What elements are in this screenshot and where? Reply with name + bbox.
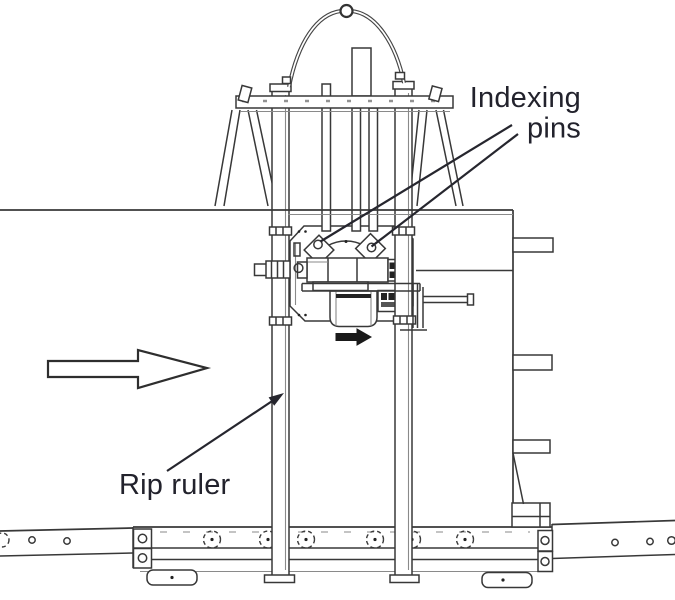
hanger-rod [351, 107, 362, 232]
left-flange-bolt [293, 262, 304, 274]
rail-hole [611, 538, 619, 547]
hanger-rod [368, 107, 379, 232]
post-top-cap [269, 83, 292, 93]
rail-bolt-holes [202, 530, 475, 549]
rip-ruler-label: Rip ruler [119, 469, 231, 501]
hatch-cell [381, 302, 395, 307]
foot-pad-bolt [170, 575, 174, 580]
pin-hole [313, 239, 323, 250]
rail-end-plate [132, 547, 153, 569]
end-plate-bolt [137, 533, 148, 544]
lifting-arch [287, 9, 406, 88]
rail-end-plate [537, 550, 554, 573]
right-rail-bottom-edge [551, 553, 675, 560]
pin-hole [366, 242, 377, 253]
carriage-travel-arrow [335, 328, 373, 346]
rail-bracket-lines [512, 503, 550, 527]
crossbar-end-tab [237, 84, 253, 104]
lower-housing [329, 290, 378, 328]
indexing-pins-leader-line [370, 133, 519, 248]
indexing-pins-label-line2: pins [527, 113, 581, 145]
rail-hole [63, 537, 71, 545]
arch-base-clamp [281, 76, 292, 85]
body-stub-peg [512, 354, 553, 371]
left-rail-bottom-edge [0, 552, 134, 557]
crank-rod-cap [466, 293, 475, 306]
arch-base-clamp [394, 71, 406, 80]
left-rail-top-edge [0, 527, 134, 532]
top-crossbar [235, 95, 454, 109]
arc-center-dot [344, 240, 348, 243]
bottom-rail-assembly [0, 502, 675, 589]
rail-hole [646, 537, 654, 546]
annotations: Indexing pins Rip ruler [119, 82, 581, 501]
post-foot [263, 574, 296, 584]
end-plate-bolt [540, 556, 550, 567]
rip-ruler-leader-arrowhead [268, 393, 284, 406]
rail-end-plate [537, 529, 554, 552]
plate-side-tab [293, 242, 301, 257]
lifting-ring [339, 3, 354, 19]
body-stub-peg [512, 237, 554, 253]
body-stub-peg [512, 439, 551, 454]
rip-ruler-post-left [271, 84, 290, 578]
crossbar-end-tab [427, 85, 443, 103]
left-a-frame-outer-leg [214, 109, 241, 207]
rail-end-plate [132, 528, 153, 549]
post-clamp-block [253, 260, 291, 279]
lifting-arch-inner [288, 10, 405, 88]
post-foot [389, 574, 420, 584]
rip-ruler-posts [253, 80, 420, 584]
carriage-front-parts [301, 282, 475, 331]
rail-hole [666, 535, 675, 546]
end-plate-bolt [137, 553, 148, 563]
indexing-pins-leader-line [319, 124, 513, 243]
rail-foot-pad [481, 571, 533, 589]
foot-pad-bolt [501, 578, 505, 582]
right-a-frame-outer-leg [435, 109, 464, 207]
table-bar [301, 282, 421, 292]
hatch-cell [388, 293, 395, 300]
rip-ruler-leader-line [166, 400, 273, 472]
feed-direction-arrow [46, 348, 212, 390]
flange-bolt [389, 262, 396, 269]
right-rail-top-edge [551, 519, 675, 526]
rail-hole [28, 536, 36, 544]
top-frame [235, 3, 454, 113]
end-plate-bolt [540, 535, 550, 546]
housing-band [336, 294, 371, 298]
side-bracket [400, 284, 427, 331]
crank-rod [423, 295, 468, 304]
rail-bracket [511, 502, 551, 528]
center-hanger-post [351, 47, 372, 97]
hatch-cell [381, 293, 387, 300]
machine-body [416, 210, 554, 505]
plate-corner-dots [297, 230, 307, 317]
flange-bolt [389, 271, 396, 278]
hanger-rod [321, 83, 332, 232]
rail-bolt-hole [0, 532, 10, 548]
indexing-pins-label-line1: Indexing [470, 82, 581, 114]
body-corner-diagonal [512, 452, 525, 505]
